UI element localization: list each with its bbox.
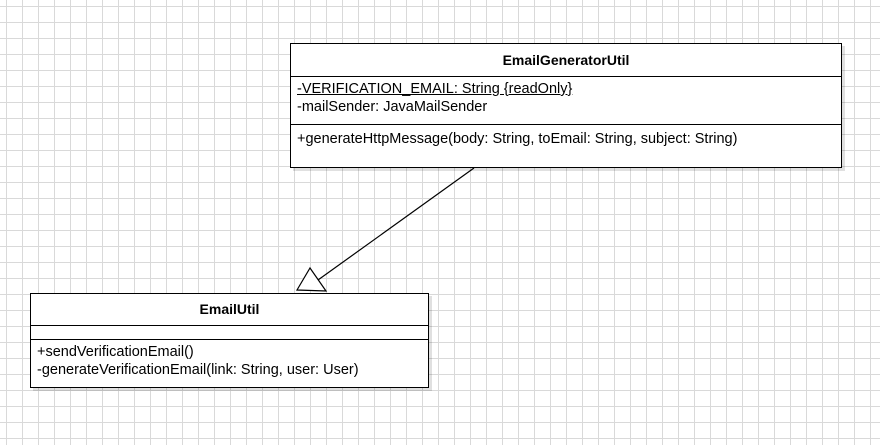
method-row[interactable]: +sendVerificationEmail() <box>37 344 194 360</box>
method-row[interactable]: -generateVerificationEmail(link: String,… <box>37 362 359 378</box>
class-name[interactable]: EmailUtil <box>31 294 428 326</box>
methods-section: +generateHttpMessage(body: String, toEma… <box>291 125 841 148</box>
class-email-generator-util[interactable]: EmailGeneratorUtil -VERIFICATION_EMAIL: … <box>290 43 842 168</box>
attribute-row[interactable]: -mailSender: JavaMailSender <box>297 99 488 115</box>
attributes-section: -VERIFICATION_EMAIL: String {readOnly} -… <box>291 77 841 125</box>
attributes-section <box>31 326 428 340</box>
class-email-util[interactable]: EmailUtil +sendVerificationEmail() -gene… <box>30 293 429 388</box>
attribute-row[interactable]: -VERIFICATION_EMAIL: String {readOnly} <box>297 81 573 97</box>
methods-section: +sendVerificationEmail() -generateVerifi… <box>31 340 428 379</box>
method-row[interactable]: +generateHttpMessage(body: String, toEma… <box>297 131 738 147</box>
generalization-arrowhead[interactable] <box>295 266 328 292</box>
generalization-line[interactable] <box>317 167 475 281</box>
class-name[interactable]: EmailGeneratorUtil <box>291 44 841 77</box>
